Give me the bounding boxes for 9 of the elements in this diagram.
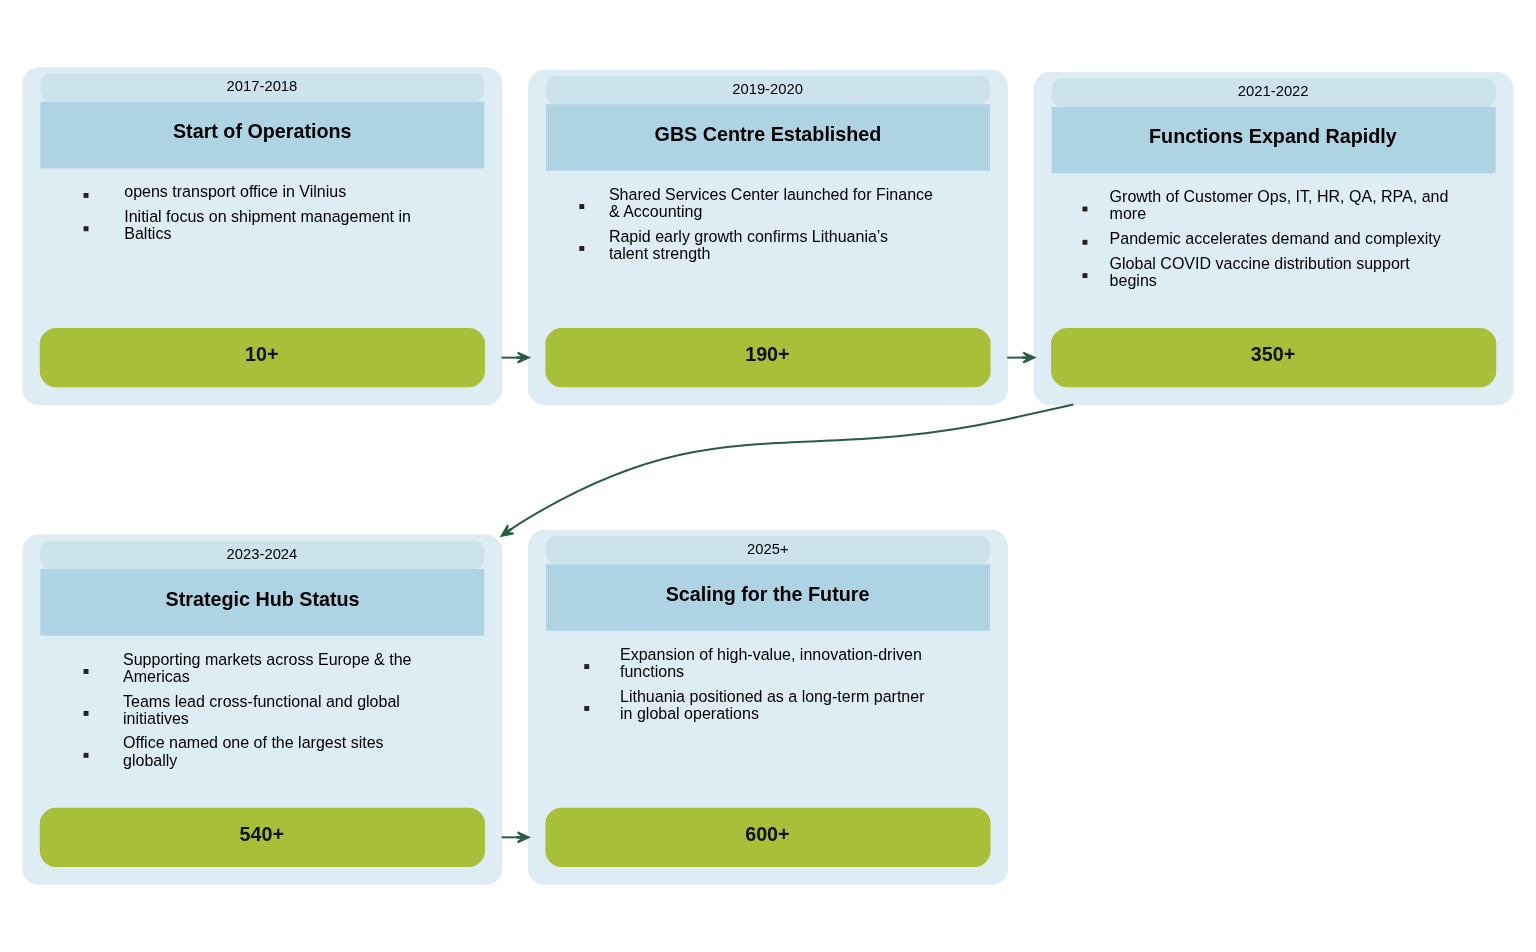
node-box: 540+ bbox=[39, 807, 485, 867]
node-box: 10+ bbox=[39, 328, 485, 388]
node-box: 600+ bbox=[545, 807, 991, 867]
arrow bbox=[1006, 351, 1036, 364]
arrow bbox=[500, 831, 530, 844]
node-box: 190+ bbox=[545, 328, 991, 388]
node-box: 350+ bbox=[1051, 328, 1497, 388]
arrow bbox=[500, 351, 530, 364]
arrow bbox=[500, 403, 1075, 537]
